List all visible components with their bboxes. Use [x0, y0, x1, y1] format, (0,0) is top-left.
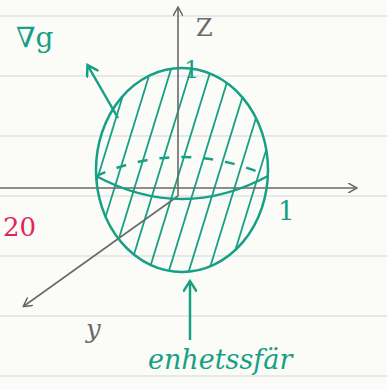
axis-label: Z [196, 16, 213, 40]
axes [0, 8, 356, 306]
axis-label: y [86, 316, 101, 342]
gradient-label: ∇g [16, 24, 53, 52]
caption-label: enhetssfär [148, 346, 292, 373]
radius-label: 1 [278, 198, 295, 224]
radius-label: 1 [184, 58, 199, 82]
sphere-outline [88, 66, 268, 340]
paper-lines [0, 16, 387, 376]
number-label: 20 [3, 214, 36, 240]
hatching [60, 40, 300, 300]
